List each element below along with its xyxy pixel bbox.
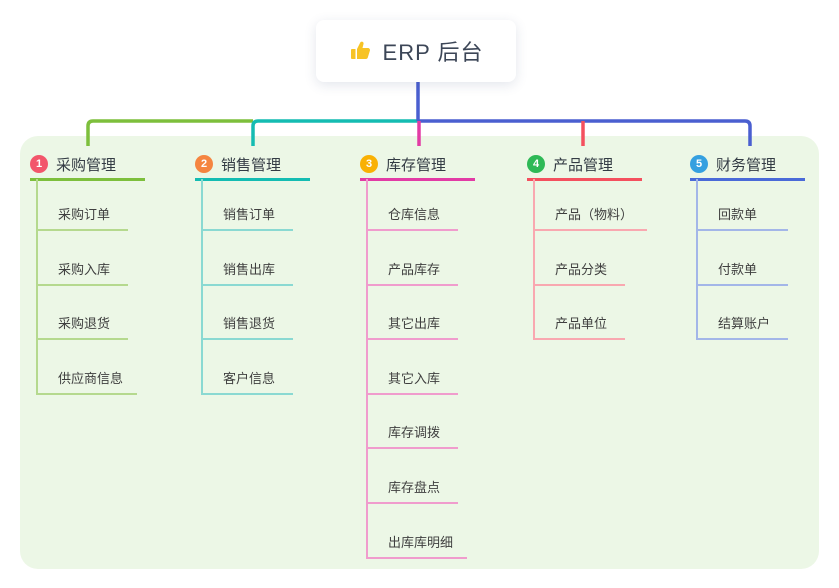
branch-header-3[interactable]: 3 库存管理 xyxy=(360,150,475,181)
branch-number-badge: 5 xyxy=(690,155,708,173)
branch-title: 销售管理 xyxy=(221,156,282,174)
branch-child-connector-line xyxy=(533,179,535,341)
branch-title: 库存管理 xyxy=(386,156,447,174)
child-node[interactable]: 供应商信息 xyxy=(36,363,138,395)
child-node[interactable]: 采购退货 xyxy=(36,308,128,341)
branch-child-connector-line xyxy=(201,179,203,395)
child-node[interactable]: 产品分类 xyxy=(533,254,625,286)
child-node[interactable]: 仓库信息 xyxy=(366,199,458,231)
child-node[interactable]: 销售出库 xyxy=(201,254,293,286)
branch-child-connector-line xyxy=(36,179,38,395)
child-node[interactable]: 库存盘点 xyxy=(366,472,458,504)
child-node[interactable]: 产品（物料） xyxy=(533,199,648,231)
root-node-label: ERP 后台 xyxy=(382,40,484,65)
child-node[interactable]: 付款单 xyxy=(696,254,788,286)
branch-header-1[interactable]: 1 采购管理 xyxy=(30,150,145,181)
root-node-erp[interactable]: ERP 后台 xyxy=(316,20,516,82)
child-node[interactable]: 产品单位 xyxy=(533,308,625,341)
child-node[interactable]: 出库库明细 xyxy=(366,527,468,559)
branch-header-2[interactable]: 2 销售管理 xyxy=(195,150,310,181)
branch-child-connector-line xyxy=(696,179,698,341)
child-node[interactable]: 库存调拨 xyxy=(366,417,458,450)
branch-number-badge: 4 xyxy=(527,155,545,173)
child-node[interactable]: 销售退货 xyxy=(201,308,293,341)
child-node[interactable]: 其它入库 xyxy=(366,363,458,395)
mindmap-panel xyxy=(20,136,819,569)
branch-header-5[interactable]: 5 财务管理 xyxy=(690,150,805,181)
branch-header-4[interactable]: 4 产品管理 xyxy=(527,150,642,181)
child-node[interactable]: 客户信息 xyxy=(201,363,293,395)
branch-title: 产品管理 xyxy=(553,156,614,174)
child-node[interactable]: 销售订单 xyxy=(201,199,293,231)
branch-title: 财务管理 xyxy=(716,156,777,174)
branch-title: 采购管理 xyxy=(56,156,117,174)
thumbs-up-icon xyxy=(349,39,373,63)
child-node[interactable]: 结算账户 xyxy=(696,308,788,341)
child-node[interactable]: 采购订单 xyxy=(36,199,128,231)
child-node[interactable]: 产品库存 xyxy=(366,254,458,286)
child-node[interactable]: 回款单 xyxy=(696,199,788,231)
branch-number-badge: 3 xyxy=(360,155,378,173)
child-node[interactable]: 采购入库 xyxy=(36,254,128,286)
branch-child-connector-line xyxy=(366,179,368,559)
child-node[interactable]: 其它出库 xyxy=(366,308,458,341)
branch-number-badge: 2 xyxy=(195,155,213,173)
branch-number-badge: 1 xyxy=(30,155,48,173)
